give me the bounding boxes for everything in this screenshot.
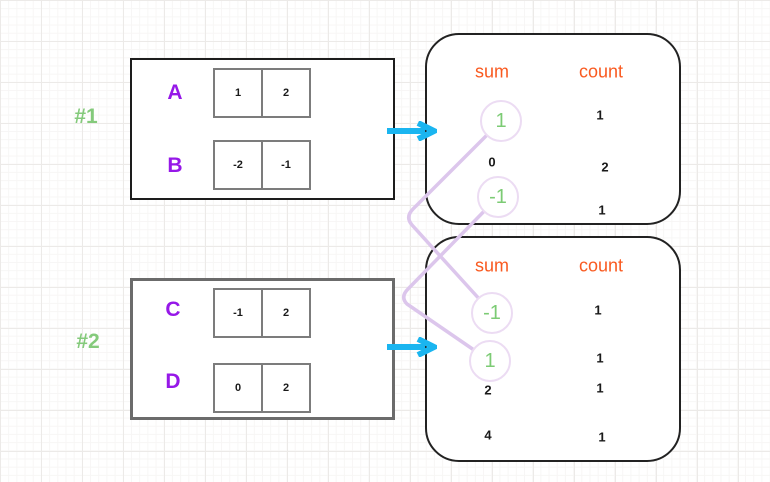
count-value: 1 — [598, 202, 606, 218]
array-c-cell-1: 2 — [261, 288, 311, 338]
count-value: 1 — [596, 350, 604, 366]
array-d-name: D — [165, 370, 181, 393]
example-2-result-table: sum count -1 1 1 1 2 1 4 1 — [425, 236, 681, 462]
count-column-header: count — [578, 255, 624, 276]
sum-value: 4 — [484, 427, 492, 443]
array-a-cell-1: 2 — [261, 68, 311, 118]
count-value: 1 — [598, 429, 606, 445]
array-b-cells: -2 -1 — [213, 140, 311, 190]
array-d-cell-0: 0 — [213, 363, 263, 413]
array-b-name: B — [167, 154, 183, 177]
highlighted-sum-value: -1 — [477, 176, 519, 218]
count-value: 1 — [594, 302, 602, 318]
example-2-label: #2 — [76, 330, 100, 353]
arrow-right-icon — [387, 337, 437, 357]
array-c-cells: -1 2 — [213, 288, 311, 338]
highlighted-sum-value: -1 — [471, 292, 513, 334]
highlighted-sum-value: 1 — [480, 100, 522, 142]
arrow-right-icon — [387, 121, 437, 141]
sum-column-header: sum — [474, 255, 510, 276]
count-value: 2 — [601, 159, 609, 175]
count-value: 1 — [596, 380, 604, 396]
array-d-cell-1: 2 — [261, 363, 311, 413]
example-2-arrays-box: C -1 2 D 0 2 — [130, 278, 395, 420]
count-value: 1 — [596, 107, 604, 123]
array-b-cell-0: -2 — [213, 140, 263, 190]
array-c-name: C — [165, 298, 181, 321]
sum-value: 2 — [484, 382, 492, 398]
sum-column-header: sum — [474, 61, 510, 82]
array-a-cell-0: 1 — [213, 68, 263, 118]
sum-value: 0 — [488, 154, 496, 170]
highlighted-sum-value: 1 — [469, 340, 511, 382]
example-1-arrays-box: A 1 2 B -2 -1 — [130, 58, 395, 200]
count-column-header: count — [578, 61, 624, 82]
array-a-name: A — [167, 81, 183, 104]
array-c-cell-0: -1 — [213, 288, 263, 338]
example-1-result-table: sum count 1 1 0 2 -1 1 — [425, 33, 681, 225]
example-1-label: #1 — [74, 105, 98, 128]
array-a-cells: 1 2 — [213, 68, 311, 118]
array-d-cells: 0 2 — [213, 363, 311, 413]
array-b-cell-1: -1 — [261, 140, 311, 190]
